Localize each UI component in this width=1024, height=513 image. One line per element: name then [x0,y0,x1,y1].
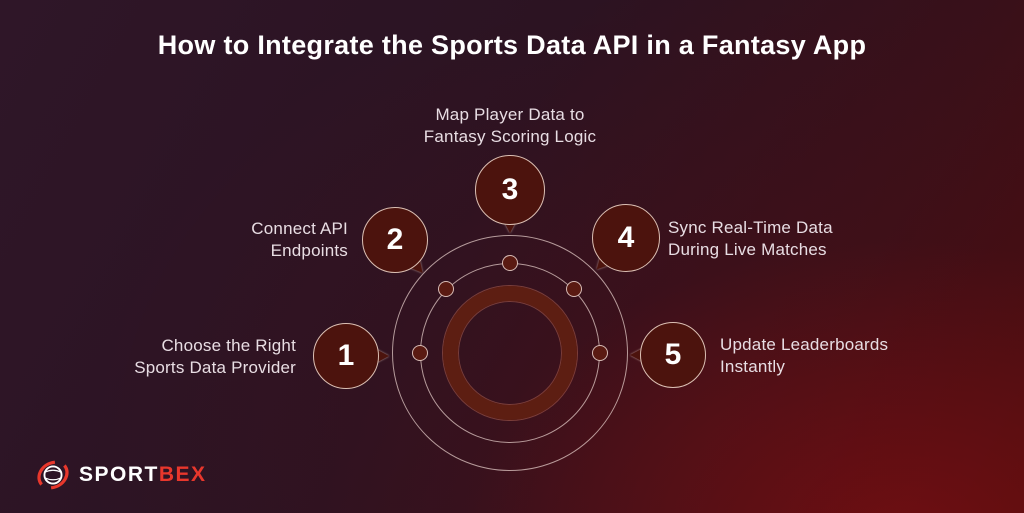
step-number: 5 [664,338,682,371]
inner-ring [443,286,577,420]
step-label-3: Map Player Data to Fantasy Scoring Logic [423,105,597,146]
brand-logo: SPORTBEX [34,456,207,494]
step-label-4: Sync Real-Time Data During Live Matches [668,218,833,259]
bubble-body: 1 [313,323,379,389]
orbit-dot-4 [566,281,582,297]
step-bubble-4: 4 [590,204,660,276]
step-label-5: Update Leaderboards Instantly [720,335,889,376]
bubble-body: 5 [640,322,706,388]
step-number: 4 [617,221,635,254]
bubble-body: 4 [592,204,660,272]
step-number: 1 [337,339,355,372]
step-bubble-1: 1 [313,323,389,389]
step-bubble-5: 5 [630,322,706,388]
step-number: 3 [501,173,519,206]
bubble-body: 2 [362,207,428,273]
step-bubble-3: 3 [475,155,545,233]
globe-swoosh-icon [37,460,69,490]
orbit-dot-1 [412,345,428,361]
outer-orbit-circle [392,235,628,471]
orbit-dot-2 [438,281,454,297]
brand-wordmark: SPORTBEX [79,463,207,487]
orbit-dot-5 [592,345,608,361]
step-label-1: Choose the Right Sports Data Provider [134,336,296,377]
orbit-dot-3 [502,255,518,271]
step-number: 2 [386,223,404,256]
step-label-2: Connect API Endpoints [251,219,348,260]
brand-secondary: BEX [158,463,207,486]
brand-primary: SPORT [79,463,159,486]
step-bubble-2: 2 [362,207,430,279]
page-title: How to Integrate the Sports Data API in … [157,30,867,60]
bubble-body: 3 [475,155,545,225]
